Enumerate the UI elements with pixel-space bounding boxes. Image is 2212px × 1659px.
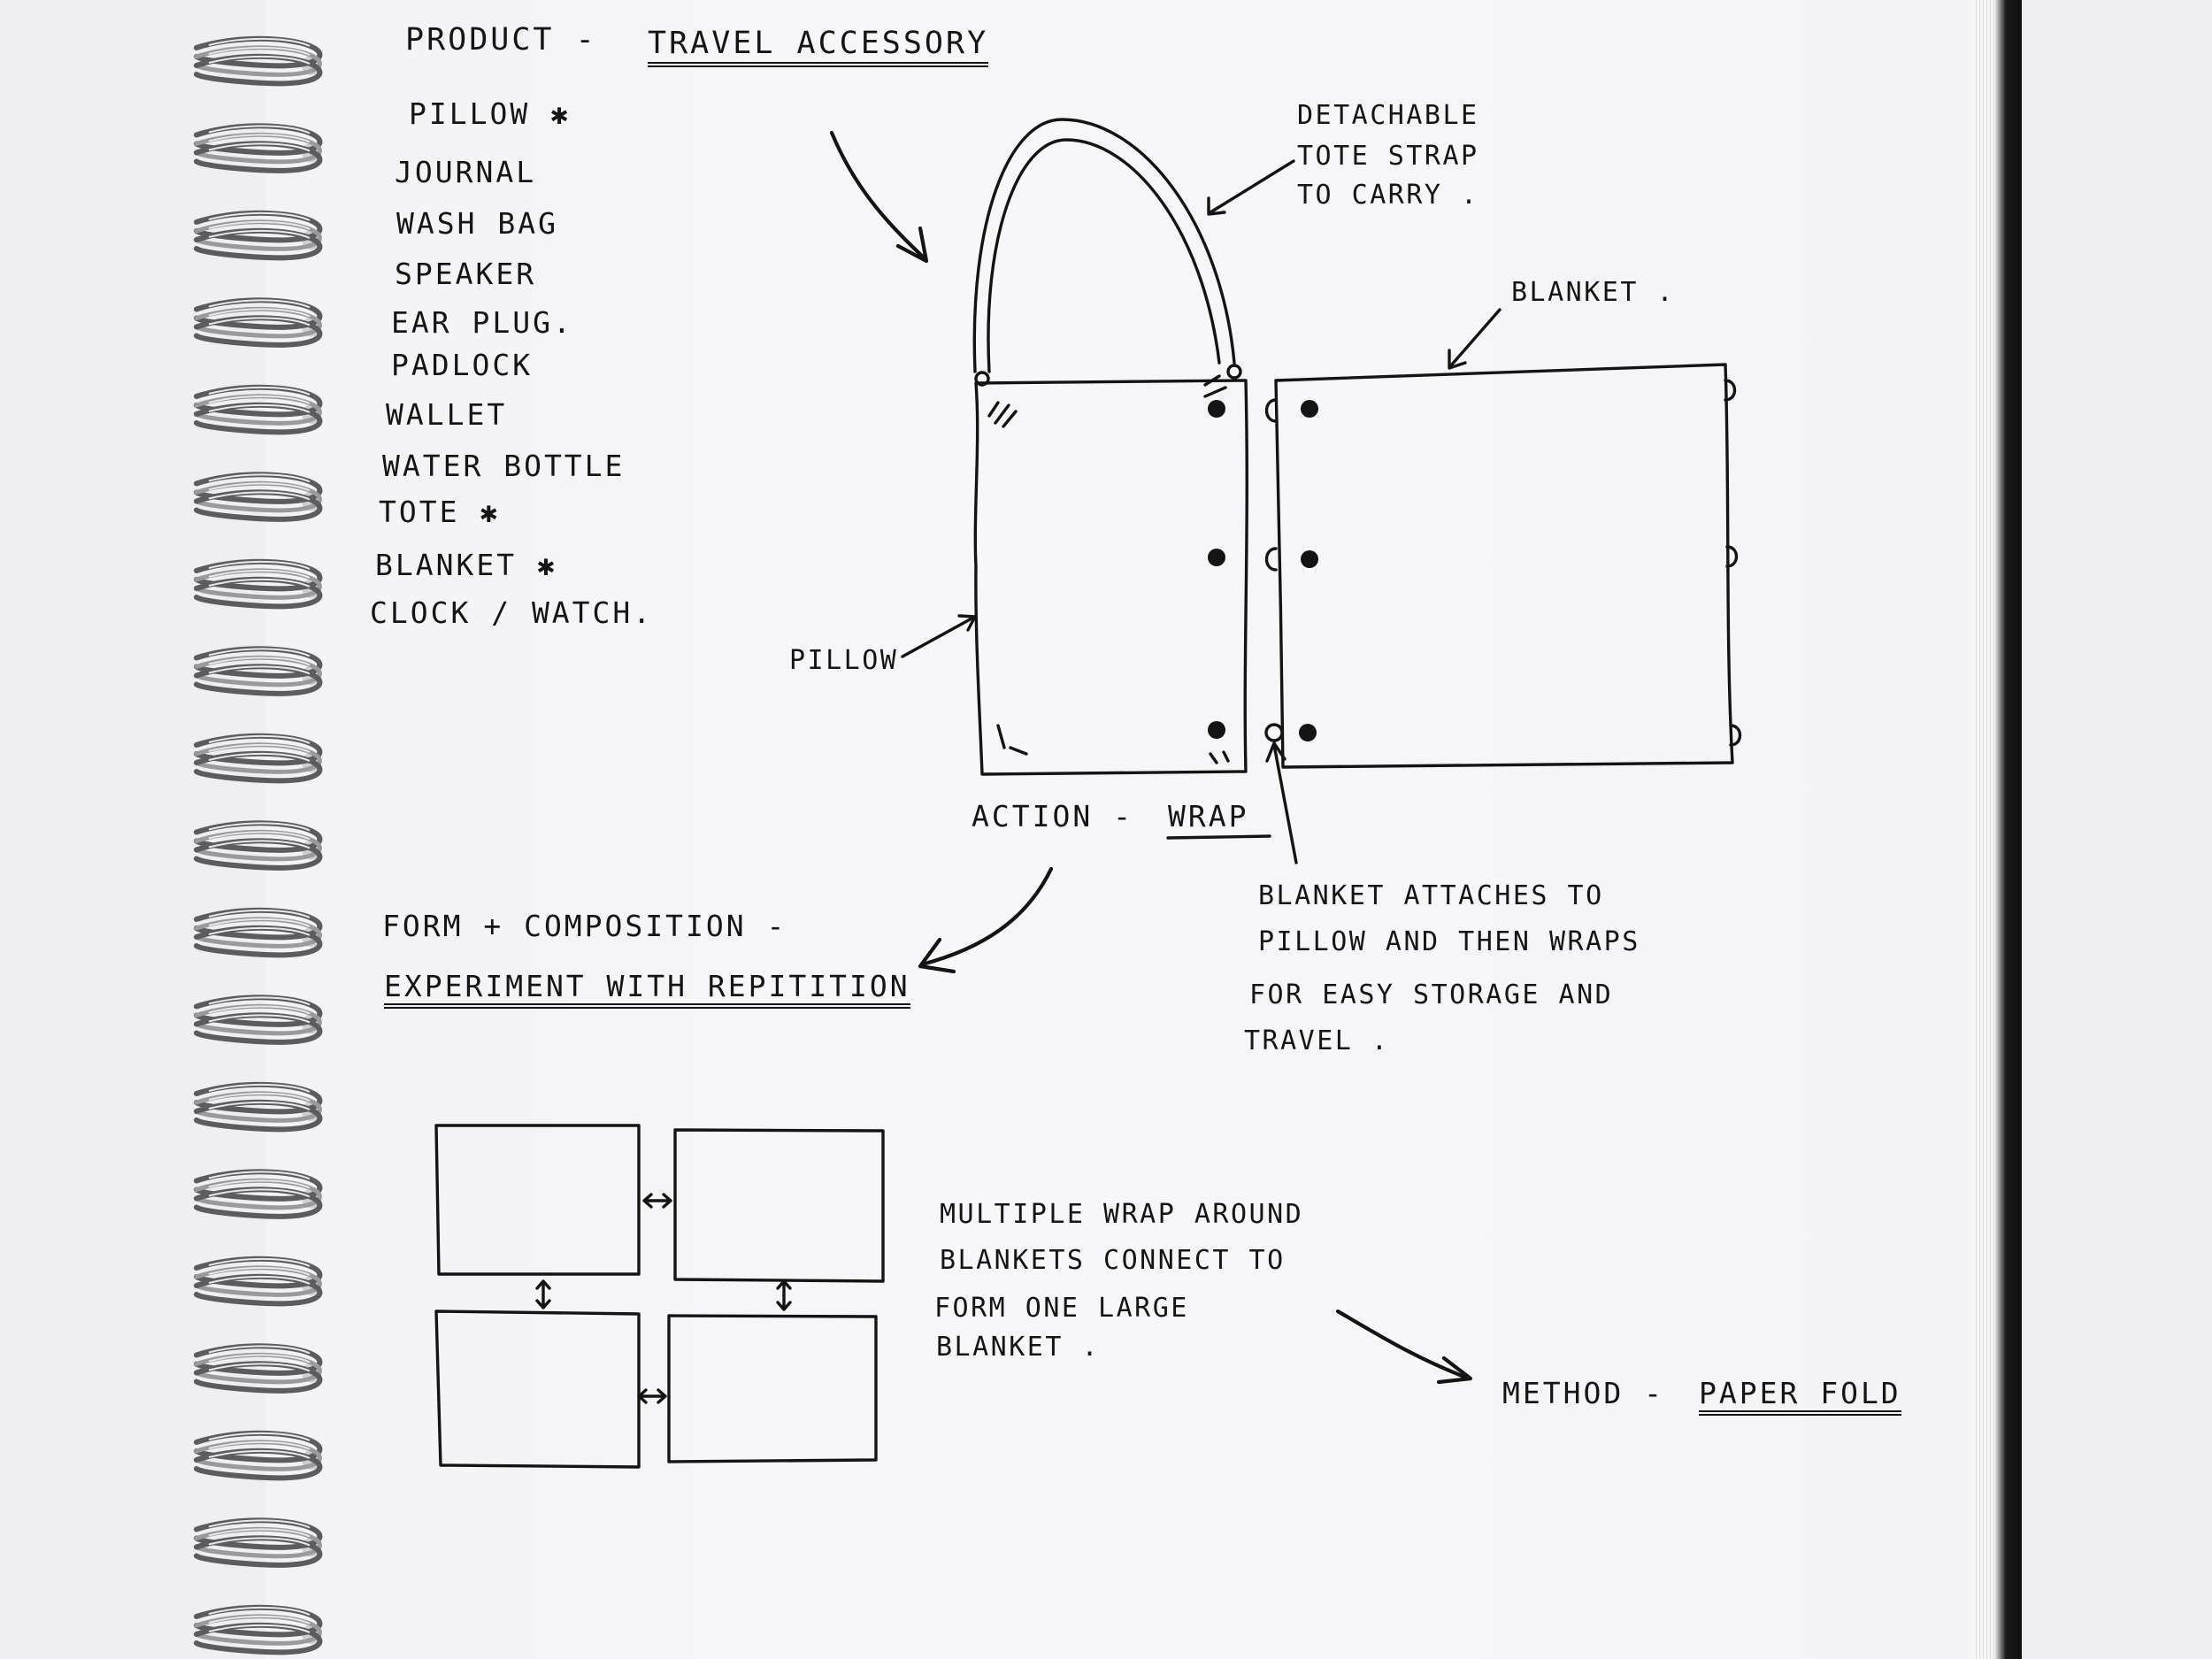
action-prefix: Action - — [972, 799, 1133, 833]
pillow-square — [973, 379, 1248, 776]
spiral-coil — [194, 1430, 323, 1481]
spiral-coil — [194, 35, 323, 87]
spiral-coil — [194, 472, 323, 522]
notebook-back-cover — [1995, 0, 2022, 1659]
spiral-coil — [194, 210, 323, 261]
product-value: Travel Accessory — [648, 28, 989, 67]
spiral-coil — [194, 384, 323, 435]
attach-pointer — [1272, 743, 1298, 864]
list-item: Padlock — [391, 348, 534, 382]
list-item: Ear Plug. — [391, 305, 573, 340]
list-item: Pillow ✱ — [409, 96, 571, 131]
arrow-to-tote — [829, 130, 927, 261]
spiral-coil — [194, 558, 323, 610]
paper-sheet — [265, 0, 1998, 1659]
spiral-coil — [194, 820, 323, 871]
spiral-coil — [194, 1081, 323, 1133]
spiral-coil — [194, 1343, 323, 1394]
spiral-coil — [194, 646, 323, 696]
pillow-label: Pillow — [789, 645, 899, 676]
pillow-pointer — [901, 616, 975, 658]
list-item: Speaker — [395, 257, 537, 291]
list-item: Wallet — [386, 397, 508, 432]
list-item: Clock / Watch. — [370, 595, 654, 630]
strap-pointer — [1209, 159, 1295, 214]
page-stack-edge — [1973, 0, 1998, 1659]
method-value: Paper fold — [1699, 1379, 1901, 1416]
action-value: Wrap — [1168, 799, 1249, 833]
method-prefix: Method - — [1502, 1376, 1664, 1410]
spiral-coil — [194, 733, 323, 784]
spiral-binding — [194, 35, 323, 1655]
list-item: Journal — [395, 155, 537, 189]
spiral-coil — [194, 1604, 323, 1655]
spiral-coil — [194, 297, 323, 348]
blanket-pointer — [1449, 308, 1502, 367]
repetition-grid — [434, 1124, 885, 1469]
blanket-square — [1274, 363, 1734, 769]
arrow-to-method — [1335, 1309, 1471, 1381]
spiral-coil — [194, 1256, 323, 1307]
form-title: Form + composition - — [382, 909, 787, 943]
tote-strap — [972, 118, 1236, 373]
form-subtitle: Experiment with repitition — [384, 972, 910, 1009]
product-prefix: Product - — [405, 22, 597, 58]
list-item: Blanket ✱ — [375, 548, 557, 582]
spiral-coil — [194, 1169, 323, 1219]
spiral-coil — [194, 995, 323, 1045]
list-item: Water Bottle — [382, 449, 626, 483]
list-item: Wash Bag — [396, 206, 558, 241]
list-item: Tote ✱ — [379, 495, 501, 529]
spiral-coil — [194, 123, 323, 173]
spiral-coil — [194, 907, 323, 958]
blanket-label: Blanket . — [1511, 277, 1676, 308]
spiral-coil — [194, 1517, 323, 1568]
arrow-to-form — [919, 866, 1054, 967]
